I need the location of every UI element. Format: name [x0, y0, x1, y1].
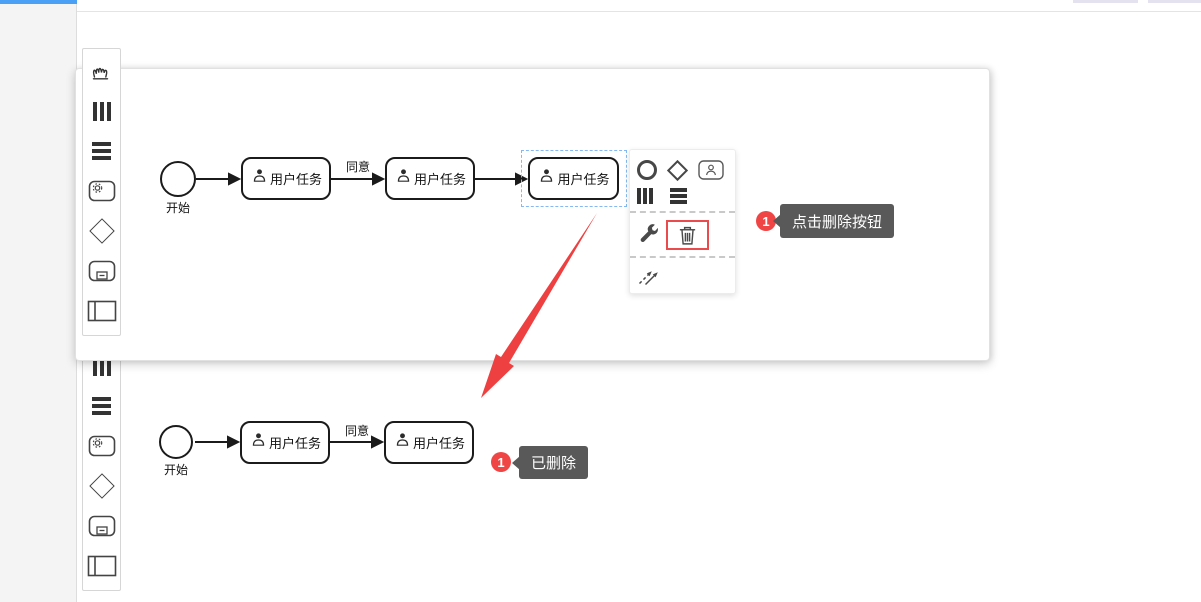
annotation-badge: 1 — [491, 452, 511, 472]
top-right-tab[interactable] — [1073, 0, 1138, 3]
pad-divider — [630, 256, 735, 258]
user-task-selected[interactable]: 用户任务 — [528, 157, 619, 200]
create-subprocess-icon[interactable] — [83, 251, 120, 291]
pad-divider — [630, 211, 735, 213]
lasso-tool-icon[interactable] — [83, 386, 120, 426]
annotation-badge: 1 — [756, 211, 776, 231]
user-task[interactable]: 用户任务 — [241, 157, 331, 200]
user-icon — [396, 167, 411, 183]
task-label: 用户任务 — [269, 172, 322, 187]
selection-outline — [521, 150, 627, 207]
start-event[interactable] — [160, 161, 196, 197]
lasso-tool-icon[interactable] — [83, 131, 120, 171]
append-gateway-icon[interactable] — [666, 159, 689, 181]
user-icon — [251, 431, 266, 447]
annotation-tooltip: 已删除 — [512, 446, 589, 479]
append-user-task-icon[interactable] — [698, 160, 724, 180]
editor-palette — [82, 48, 121, 336]
create-subprocess-icon[interactable] — [83, 506, 120, 546]
hand-tool-icon[interactable] — [83, 51, 120, 91]
annotation-tooltip: 点击删除按钮 — [773, 204, 895, 238]
task-label: 用户任务 — [268, 436, 321, 451]
space-tool-icon[interactable] — [83, 91, 120, 131]
tooltip-text: 点击删除按钮 — [792, 213, 883, 231]
user-icon — [252, 167, 267, 183]
top-divider — [77, 11, 1201, 12]
create-pool-icon[interactable] — [83, 546, 120, 586]
append-columns-icon[interactable] — [637, 188, 653, 204]
append-rows-icon[interactable] — [669, 188, 687, 204]
user-task[interactable]: 用户任务 — [240, 421, 330, 464]
before-screenshot-card: 开始 用户任务 同意 用户任务 用户任务 — [75, 68, 990, 361]
start-event-label: 开始 — [165, 201, 190, 215]
create-task-icon[interactable] — [83, 426, 120, 466]
create-task-icon[interactable] — [83, 171, 120, 211]
left-sidebar — [0, 0, 77, 602]
context-pad — [629, 149, 736, 294]
space-tool-icon[interactable] — [83, 346, 120, 386]
create-gateway-icon[interactable] — [83, 466, 120, 506]
append-end-event-icon[interactable] — [637, 160, 657, 180]
start-event[interactable] — [159, 425, 193, 459]
user-task[interactable]: 用户任务 — [385, 157, 475, 200]
user-icon — [539, 167, 554, 183]
create-pool-icon[interactable] — [83, 291, 120, 331]
wrench-icon[interactable] — [637, 223, 660, 246]
active-nav-accent-bar — [0, 0, 77, 4]
user-icon — [395, 431, 410, 447]
task-label: 用户任务 — [557, 172, 610, 187]
delete-highlight-box — [666, 219, 709, 250]
task-label: 用户任务 — [413, 172, 466, 187]
flow-label: 同意 — [346, 160, 371, 174]
start-event-label: 开始 — [163, 463, 188, 477]
user-task[interactable]: 用户任务 — [384, 421, 474, 464]
task-label: 用户任务 — [412, 436, 465, 451]
trash-icon[interactable] — [677, 223, 698, 247]
connect-flow-icon[interactable] — [637, 264, 661, 286]
create-gateway-icon[interactable] — [83, 211, 120, 251]
tooltip-text: 已删除 — [531, 455, 577, 472]
flow-label: 同意 — [345, 424, 370, 438]
top-right-tab[interactable] — [1148, 0, 1201, 3]
tooltip-tail — [512, 455, 520, 470]
tooltip-tail — [773, 214, 781, 228]
